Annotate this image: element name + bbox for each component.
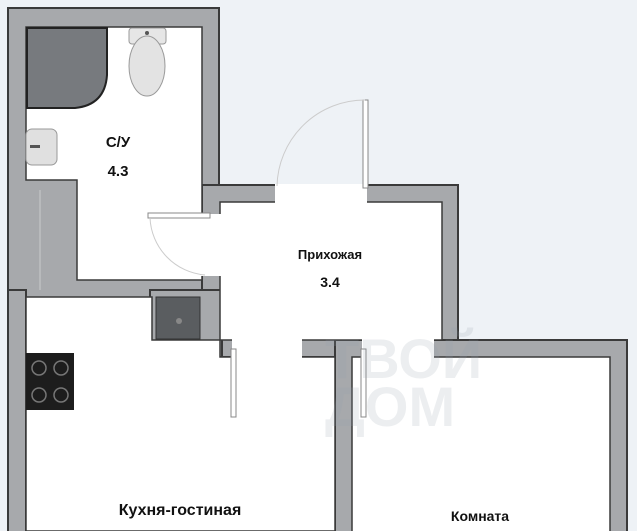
doors <box>147 99 369 418</box>
room-floor <box>351 356 611 531</box>
entrance-door <box>362 99 369 189</box>
stove-icon <box>26 353 74 410</box>
bathroom-label: С/У <box>105 134 131 151</box>
room-label: Комната <box>450 508 510 524</box>
room-door <box>360 348 367 418</box>
bathtub-icon <box>26 27 108 109</box>
bathroom-area: 4.3 <box>107 163 129 180</box>
entrance-door-opening <box>275 184 367 204</box>
kitchen-floor <box>25 296 336 531</box>
kitchen-door <box>230 348 237 418</box>
fixtures <box>25 27 201 410</box>
bathroom-door-opening <box>201 214 222 276</box>
hallway-floor <box>219 201 443 341</box>
hallway-label: Прихожая <box>297 247 363 262</box>
left-outer-wall <box>7 289 27 531</box>
room-door-opening <box>362 339 434 359</box>
kitchen-living-label: Кухня-гостиная <box>118 502 242 519</box>
kitchen-door-opening <box>232 339 302 359</box>
hallway-area: 3.4 <box>320 274 340 290</box>
kitchen-sink-icon <box>155 296 201 340</box>
washbasin-icon <box>25 128 58 166</box>
bathroom-door <box>147 212 211 219</box>
toilet-bowl-icon <box>128 35 166 97</box>
